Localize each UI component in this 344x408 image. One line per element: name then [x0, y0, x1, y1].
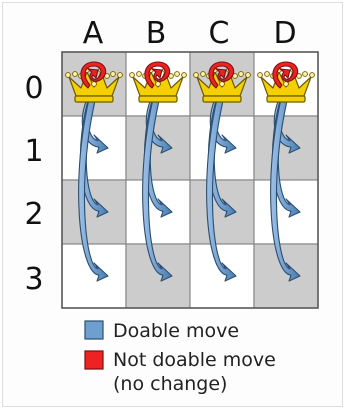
column-label-c: C: [209, 16, 230, 51]
legend-swatch-doable: [85, 321, 103, 339]
board-cell-c1: [190, 116, 254, 180]
row-label-0: 0: [24, 71, 43, 106]
legend-sublabel-no-change: (no change): [113, 373, 227, 395]
row-label-3: 3: [24, 262, 43, 297]
legend-label-doable: Doable move: [113, 320, 239, 342]
board-cell-a2: [62, 180, 126, 244]
board-cell-d2: [254, 180, 318, 244]
board-cell-a1: [62, 116, 126, 180]
board-cell-c3: [190, 244, 254, 308]
legend-swatch-not-doable: [85, 351, 103, 369]
legend-label-not-doable: Not doable move: [113, 349, 276, 371]
board-cell-c2: [190, 180, 254, 244]
column-label-b: B: [146, 16, 167, 51]
board-cell-a3: [62, 244, 126, 308]
row-label-1: 1: [24, 134, 43, 169]
board-cell-b3: [126, 244, 190, 308]
column-label-d: D: [273, 16, 296, 51]
board-cell-b2: [126, 180, 190, 244]
board-cell-d1: [254, 116, 318, 180]
column-label-a: A: [83, 16, 104, 51]
row-label-2: 2: [24, 197, 43, 232]
board-cell-b1: [126, 116, 190, 180]
board-cell-d3: [254, 244, 318, 308]
